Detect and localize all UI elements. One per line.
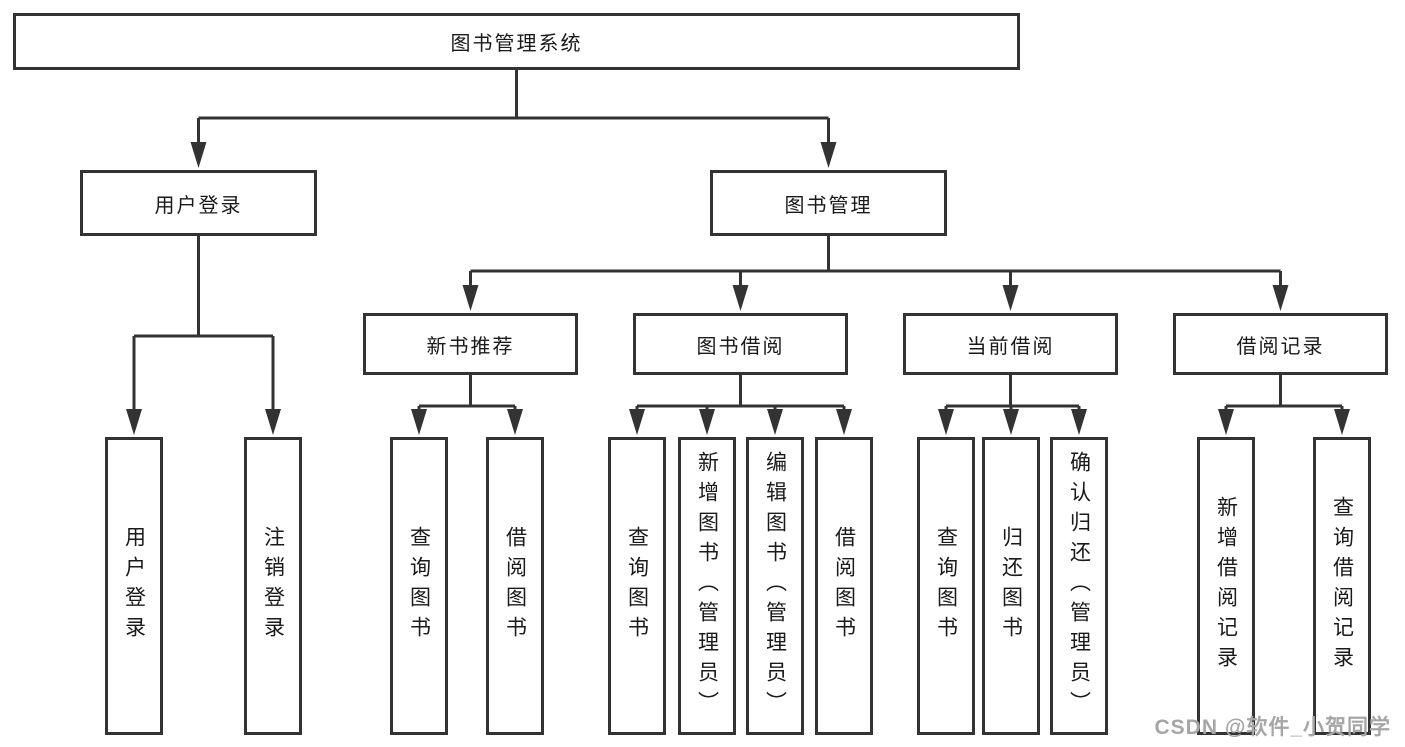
node-label: 新增图书（管理员）: [695, 451, 719, 721]
arrow-down-icon: [938, 409, 954, 435]
node-query-borrow-record: 查询借阅记录: [1313, 437, 1371, 735]
node-label: 新书推荐: [426, 335, 515, 358]
node-new-book-recommend: 新书推荐: [363, 313, 578, 375]
arrow-down-icon: [1272, 285, 1289, 311]
node-label: 借阅图书: [832, 526, 856, 646]
node-user-login-action: 用户登录: [105, 437, 163, 735]
node-label: 新增借阅记录: [1214, 496, 1238, 676]
node-label: 归还图书: [999, 526, 1023, 646]
arrow-down-icon: [1334, 409, 1350, 435]
arrow-down-icon: [836, 409, 852, 435]
arrow-down-icon: [507, 409, 523, 435]
node-book-borrowing: 图书借阅: [633, 313, 848, 375]
node-borrow-books-recommend: 借阅图书: [486, 437, 544, 735]
node-label: 借阅图书: [503, 526, 527, 646]
csdn-watermark: CSDN @软件_小贺同学: [1154, 716, 1391, 739]
node-label: 查询图书: [934, 526, 958, 646]
node-label: 用户登录: [122, 526, 146, 646]
node-label: 确认归还（管理员）: [1067, 451, 1091, 721]
node-user-login: 用户登录: [80, 170, 317, 236]
node-label: 查询图书: [407, 526, 431, 646]
node-return-book: 归还图书: [982, 437, 1040, 735]
node-book-management: 图书管理: [710, 170, 947, 236]
node-query-books-recommend: 查询图书: [390, 437, 448, 735]
arrow-down-icon: [820, 142, 837, 168]
arrow-down-icon: [462, 285, 479, 311]
node-label: 图书管理: [784, 194, 873, 217]
node-label: 查询图书: [625, 526, 649, 646]
node-borrowing-records: 借阅记录: [1173, 313, 1388, 375]
node-label: 查询借阅记录: [1330, 496, 1354, 676]
node-label: 当前借阅: [966, 335, 1055, 358]
arrow-down-icon: [1002, 285, 1019, 311]
node-current-borrowing: 当前借阅: [903, 313, 1118, 375]
arrow-down-icon: [732, 285, 749, 311]
node-library-management-system: 图书管理系统: [13, 13, 1020, 70]
node-label: 借阅记录: [1236, 335, 1325, 358]
node-add-book-admin: 新增图书（管理员）: [678, 437, 736, 735]
node-label: 用户登录: [154, 194, 243, 217]
node-add-borrow-record: 新增借阅记录: [1197, 437, 1255, 735]
node-borrow-books-borrow: 借阅图书: [815, 437, 873, 735]
node-logout: 注销登录: [244, 437, 302, 735]
arrow-down-icon: [411, 409, 427, 435]
node-label: 图书管理系统: [450, 33, 583, 55]
arrow-down-icon: [190, 142, 207, 168]
node-query-books-current: 查询图书: [917, 437, 975, 735]
arrow-down-icon: [126, 409, 142, 435]
arrow-down-icon: [767, 409, 783, 435]
node-label: 注销登录: [261, 526, 285, 646]
arrow-down-icon: [265, 409, 281, 435]
node-confirm-return-admin: 确认归还（管理员）: [1050, 437, 1108, 735]
node-label: 图书借阅: [696, 335, 785, 358]
arrow-down-icon: [699, 409, 715, 435]
arrow-down-icon: [629, 409, 645, 435]
arrow-down-icon: [1071, 409, 1087, 435]
node-query-books-borrow: 查询图书: [608, 437, 666, 735]
node-label: 编辑图书（管理员）: [763, 451, 787, 721]
arrow-down-icon: [1218, 409, 1234, 435]
node-edit-book-admin: 编辑图书（管理员）: [746, 437, 804, 735]
arrow-down-icon: [1003, 409, 1019, 435]
